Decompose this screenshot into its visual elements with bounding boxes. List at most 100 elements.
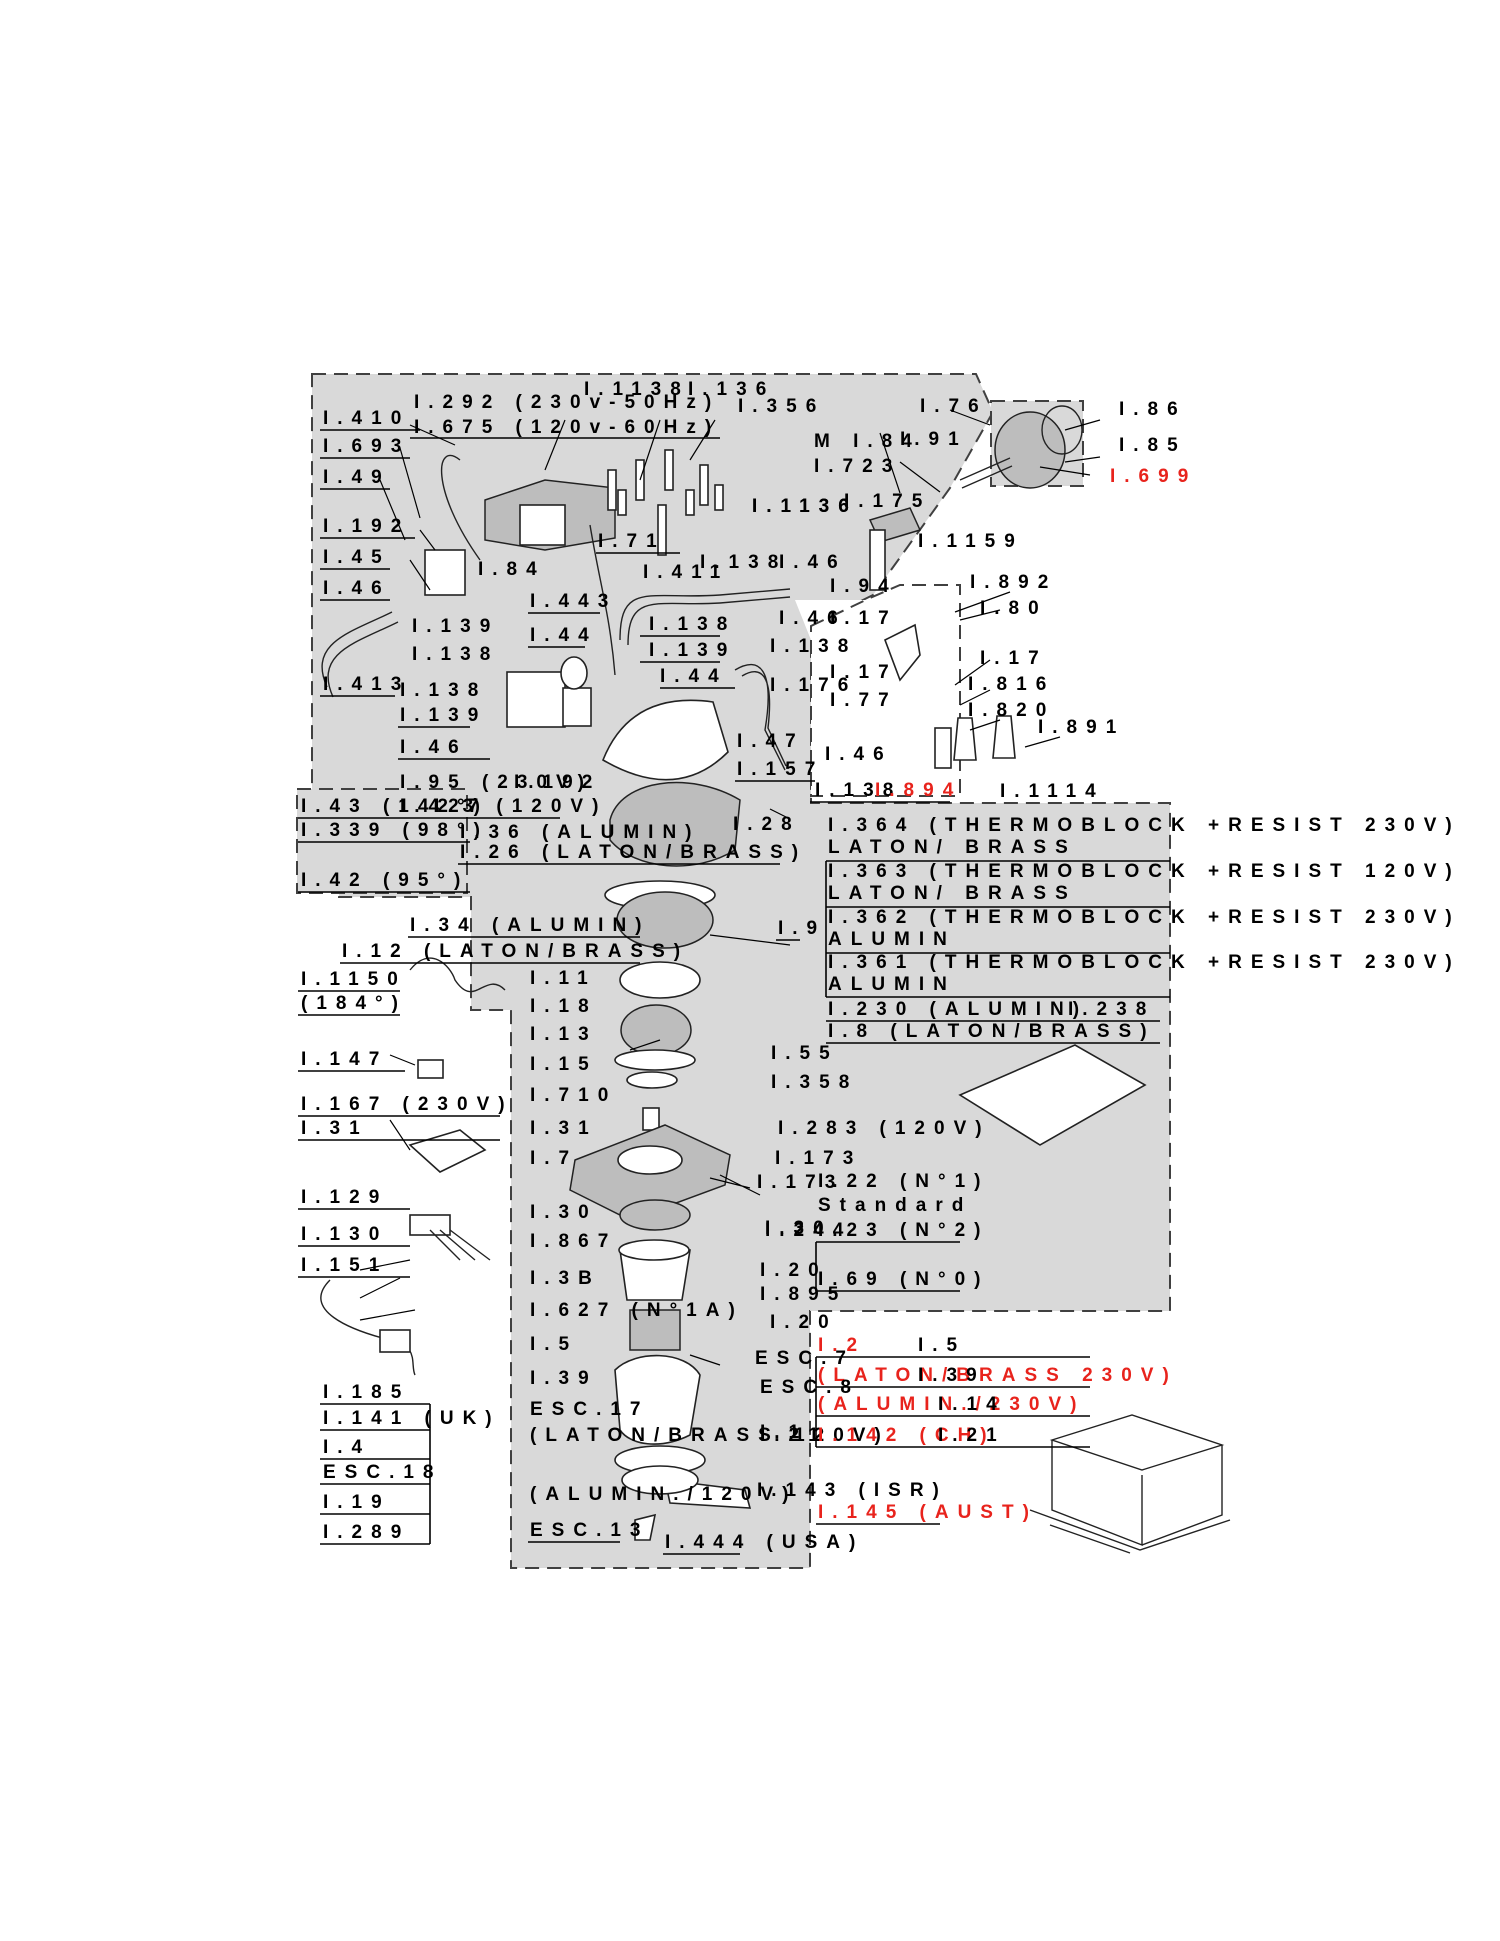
part-label: ESC.8 xyxy=(760,1377,860,1398)
group-ring-icon xyxy=(614,1049,696,1071)
pump-coil-icon xyxy=(519,504,566,546)
part-label: I.130 xyxy=(301,1224,388,1245)
part-label: I.91 xyxy=(900,429,968,450)
portafilter-icon xyxy=(614,1354,701,1445)
outlet-pipe-icon xyxy=(734,664,787,771)
thermostat-cable-icon xyxy=(409,957,506,993)
part-label: I.244 xyxy=(765,1220,852,1241)
part-label: I.1159 xyxy=(918,531,1024,552)
part-label: I.21 xyxy=(760,1425,828,1446)
fuse-icon xyxy=(417,1059,444,1079)
filter-basket-icon xyxy=(619,1199,691,1231)
group-head-icon xyxy=(620,1004,692,1056)
part-label: I.39 xyxy=(918,1365,986,1386)
part-label: I.80 xyxy=(980,598,1048,619)
plug-icon xyxy=(379,1329,411,1353)
part-label: I.138 xyxy=(649,614,736,635)
part-label: I.238 xyxy=(1068,999,1155,1020)
part-label: (ALUMIN./120V) xyxy=(530,1484,797,1505)
elbow-fitting-icon xyxy=(560,656,588,690)
part-label: I.19 xyxy=(323,1492,391,1513)
part-label: I.364 (THERMOBLOCK +RESIST 230V) xyxy=(828,815,1461,836)
panel-steam-cutout xyxy=(810,584,961,797)
froth-tip-1-icon xyxy=(953,717,977,761)
part-label: I.157 xyxy=(737,759,824,780)
part-label: I.17 xyxy=(830,662,898,683)
part-label: I.675 (120v-60Hz) xyxy=(414,417,720,438)
part-label: I.21 xyxy=(938,1425,1006,1446)
pump-bracket-icon xyxy=(424,549,466,596)
part-label: I.31 xyxy=(301,1118,369,1139)
inlet-hose-icon xyxy=(321,611,399,698)
part-label: I.1150 xyxy=(301,969,407,990)
terminal-block-icon xyxy=(409,1214,451,1236)
pump-hose-icon xyxy=(440,454,616,676)
part-label: M I.84 xyxy=(814,431,921,452)
part-label: I.43 (142°) xyxy=(301,796,489,817)
part-label: I.36 (ALUMIN) xyxy=(460,822,701,843)
steam-knob-ring-icon xyxy=(1041,405,1083,455)
part-label: I.443 xyxy=(530,591,617,612)
panel-thermostats xyxy=(296,788,468,894)
part-label: I.28 xyxy=(733,814,801,835)
part-label: I.4 xyxy=(323,1437,371,1458)
part-label: I.173 xyxy=(775,1148,862,1169)
part-label: I.44 xyxy=(660,666,728,687)
steam-nozzle-icon xyxy=(934,727,952,769)
part-label: I.693 xyxy=(323,436,410,457)
part-label: I.23 (N°2) xyxy=(818,1220,990,1241)
part-label: I.145 (AUST) xyxy=(818,1502,1038,1523)
part-label: I.20 xyxy=(770,1312,838,1333)
part-label: I.138 xyxy=(412,644,499,665)
part-label: I.26 (LATON/BRASS) xyxy=(460,842,807,863)
part-label: I.362 (THERMOBLOCK +RESIST 230V) xyxy=(828,907,1461,928)
part-label: ESC.17 xyxy=(530,1399,649,1420)
component-drawings xyxy=(320,405,1231,1554)
part-label: I.138 xyxy=(815,780,902,801)
part-label: I.699 xyxy=(1110,466,1197,487)
steam-shaft-icon xyxy=(959,457,1013,489)
diffuser-icon xyxy=(626,1071,678,1089)
part-label: I.42 (95°) xyxy=(301,870,469,891)
part-label: I.7 xyxy=(530,1148,578,1169)
part-label: I.816 xyxy=(968,674,1055,695)
part-label: I.410 xyxy=(323,408,410,429)
espresso-machine-icon xyxy=(1029,1414,1231,1554)
part-label: I.55 xyxy=(771,1043,839,1064)
part-label: I.710 xyxy=(530,1085,617,1106)
part-label: I.142 (CH) xyxy=(818,1425,996,1446)
part-label: I.46 xyxy=(323,578,391,599)
part-label: I.1136 xyxy=(752,496,858,517)
part-label: I.46 xyxy=(825,744,893,765)
part-label: I.185 xyxy=(323,1382,410,1403)
part-label: (184°) xyxy=(301,993,407,1014)
part-label: I.138 xyxy=(770,636,857,657)
part-label: I.413 xyxy=(323,674,410,695)
part-label: I.289 xyxy=(323,1522,410,1543)
part-label: I.867 xyxy=(530,1231,617,1252)
part-label: I.136 xyxy=(688,379,775,400)
part-label: (LATON/BRASS 120V) xyxy=(530,1425,890,1446)
steam-knob-icon xyxy=(994,411,1066,489)
part-label: I.151 xyxy=(301,1255,388,1276)
part-label: I.358 xyxy=(771,1072,858,1093)
part-label: I.138 xyxy=(700,552,787,573)
part-label: I.69 (N°0) xyxy=(818,1269,990,1290)
steam-tap-body-icon xyxy=(869,529,886,591)
part-label: I.283 (120V) xyxy=(778,1118,991,1139)
part-label: (ALUMIN./230V) xyxy=(818,1394,1085,1415)
spout-plate-icon xyxy=(621,1465,699,1495)
part-label: I.86 xyxy=(1119,399,1187,420)
solenoid-valve-icon xyxy=(506,671,566,728)
part-label: I.46 xyxy=(400,737,468,758)
part-label: I.31 xyxy=(530,1118,598,1139)
part-label: I.361 (THERMOBLOCK +RESIST 230V) xyxy=(828,952,1461,973)
part-label: I.411 xyxy=(643,562,729,583)
part-label: ALUMIN xyxy=(828,929,956,950)
valve-spring-icon xyxy=(642,1107,660,1131)
part-label: I.3B xyxy=(530,1268,601,1289)
boiler-plate-icon xyxy=(616,891,714,949)
part-label: I.85 xyxy=(1119,435,1187,456)
part-label: I.71 xyxy=(598,531,666,552)
